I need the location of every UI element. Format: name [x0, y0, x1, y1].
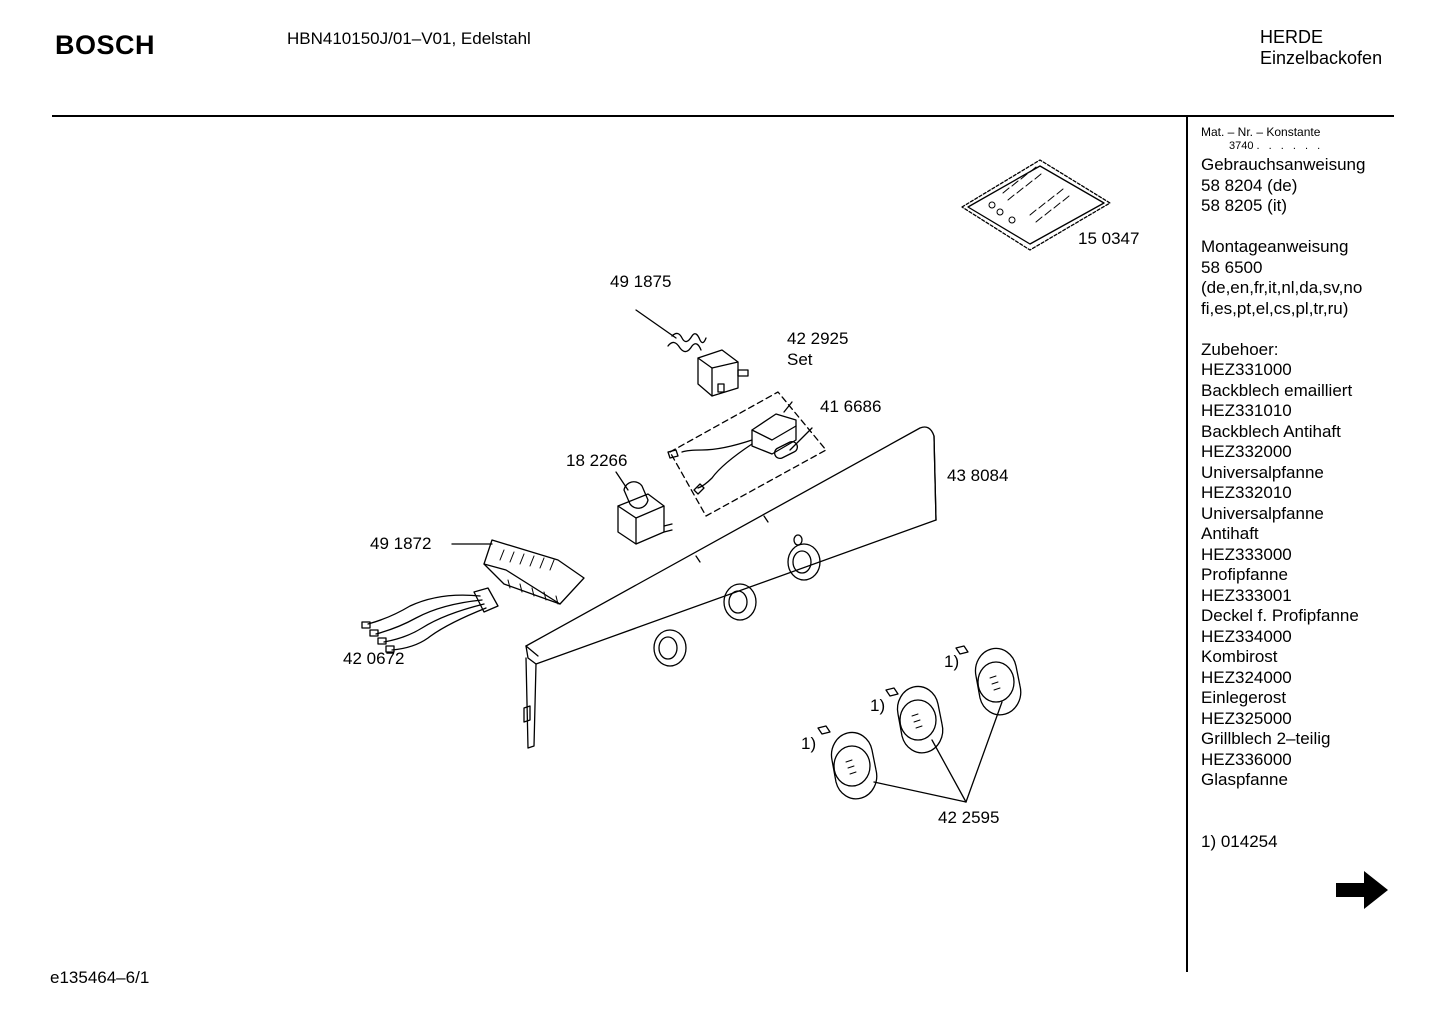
- sidebar-line: HEZ336000: [1201, 749, 1292, 769]
- sidebar-line: HEZ333000: [1201, 544, 1292, 564]
- header-divider: [52, 115, 1394, 117]
- sidebar: Mat. – Nr. – Konstante 3740 . . . . . . …: [1201, 125, 1391, 852]
- footnote-mark-knob-2: 1): [870, 696, 886, 715]
- sidebar-line: Montageanweisung: [1201, 237, 1349, 256]
- category-title: HERDE: [1260, 27, 1324, 47]
- part-label-182266: 18 2266: [566, 451, 628, 470]
- part-label-420672: 42 0672: [343, 649, 405, 668]
- sidebar-line: Universalpfanne: [1201, 462, 1324, 482]
- sidebar-line: 1) 014254: [1201, 831, 1278, 851]
- mat-nr-label: Mat. – Nr. – Konstante: [1201, 125, 1321, 139]
- sidebar-line: Deckel f. Profipfanne: [1201, 606, 1359, 625]
- knob-3: [955, 645, 1022, 716]
- sidebar-line: Kombirost: [1201, 647, 1278, 666]
- thermostat-drawing: [635, 309, 749, 397]
- switch-set-drawing: [667, 391, 827, 517]
- part-label-422595: 42 2595: [938, 808, 1000, 827]
- sidebar-line: [1201, 811, 1391, 832]
- sidebar-line: (de,en,fr,it,nl,da,sv,no: [1201, 278, 1363, 297]
- mat-nr-value: 3740: [1229, 140, 1254, 152]
- knob-hole-3: [787, 543, 821, 581]
- sidebar-line: HEZ334000: [1201, 626, 1292, 646]
- sidebar-line: fi,es,pt,el,cs,pl,tr,ru): [1201, 298, 1349, 318]
- cable-harness-drawing: [361, 587, 499, 653]
- sidebar-line: [1201, 319, 1391, 340]
- category-subtitle: Einzelbackofen: [1260, 48, 1383, 68]
- part-label-438084: 43 8084: [947, 466, 1009, 485]
- sidebar-line: HEZ325000: [1201, 708, 1292, 728]
- knob-1: [817, 725, 878, 800]
- energy-regulator-drawing: [615, 471, 673, 545]
- knob-hole-1: [653, 629, 687, 667]
- part-label-150347: 15 0347: [1078, 229, 1140, 248]
- sidebar-line: Gebrauchsanweisung: [1201, 155, 1366, 174]
- footnote-mark-knob-1: 1): [801, 734, 817, 753]
- sidebar-line: HEZ331010: [1201, 401, 1292, 420]
- sidebar-line: HEZ331000: [1201, 360, 1292, 379]
- sidebar-line: Universalpfanne: [1201, 503, 1324, 523]
- sidebar-line: HEZ333001: [1201, 585, 1292, 605]
- sidebar-line: HEZ324000: [1201, 667, 1292, 687]
- sidebar-line: [1201, 217, 1391, 238]
- sidebar-divider: [1186, 117, 1188, 972]
- exploded-parts-diagram: [361, 159, 1111, 803]
- arrow-right-icon[interactable]: [1334, 868, 1390, 912]
- part-label-422925-set: Set: [787, 350, 813, 369]
- knob-hole-2: [723, 583, 757, 621]
- part-label-491875: 49 1875: [610, 272, 672, 291]
- model-number: HBN410150J/01–V01, Edelstahl: [287, 29, 531, 48]
- sidebar-line: HEZ332000: [1201, 442, 1292, 461]
- knob-2: [885, 685, 944, 754]
- sidebar-line: Antihaft: [1201, 524, 1259, 543]
- selector-switch-drawing: [451, 539, 585, 605]
- sidebar-line: 58 8205 (it): [1201, 196, 1287, 215]
- mat-nr-row: 3740 . . . . . .: [1201, 139, 1391, 153]
- sidebar-line: 58 8204 (de): [1201, 175, 1298, 195]
- sidebar-line: Backblech emailliert: [1201, 380, 1353, 400]
- screw-bag-drawing: [961, 159, 1111, 251]
- sidebar-line: Zubehoer:: [1201, 339, 1279, 359]
- brand-logo: BOSCH: [55, 30, 156, 60]
- sidebar-line: Backblech Antihaft: [1201, 421, 1341, 441]
- sidebar-line: HEZ332010: [1201, 483, 1292, 502]
- drawing-code: e135464–6/1: [50, 968, 150, 987]
- mat-nr-dots: . . . . . .: [1256, 140, 1324, 152]
- part-label-491872: 49 1872: [370, 534, 432, 553]
- front-panel-drawing: [523, 426, 937, 749]
- part-label-422925: 42 2925: [787, 329, 849, 348]
- part-label-416686: 41 6686: [820, 397, 882, 416]
- sidebar-line: Grillblech 2–teilig: [1201, 729, 1331, 748]
- sidebar-line: 58 6500: [1201, 257, 1263, 277]
- sidebar-line: Glaspfanne: [1201, 770, 1288, 789]
- knob-leader-lines: [873, 701, 1003, 803]
- sidebar-line: [1201, 791, 1391, 812]
- sidebar-line: Profipfanne: [1201, 565, 1288, 584]
- footnote-mark-knob-3: 1): [944, 652, 960, 671]
- sidebar-line: Einlegerost: [1201, 688, 1287, 707]
